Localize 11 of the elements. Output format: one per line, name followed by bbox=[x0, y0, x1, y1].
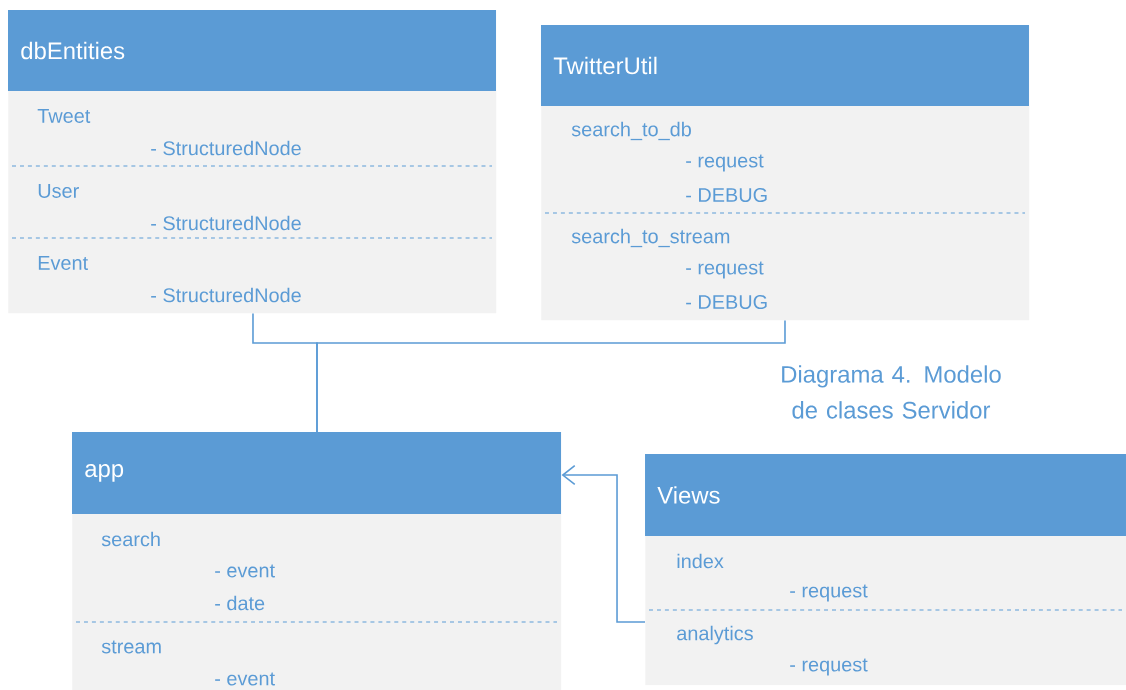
caption: Diagrama 4. Modelo de clases Servidor bbox=[782, 365, 1001, 419]
connector bbox=[316, 319, 786, 433]
compartment: index - request bbox=[677, 553, 868, 602]
connector bbox=[561, 464, 646, 623]
compartment: search_to_stream - request - DEBUG bbox=[571, 228, 767, 310]
compartment: stream - event bbox=[101, 640, 275, 686]
compartment: User - StructuredNode bbox=[38, 184, 301, 231]
compartment: Event - StructuredNode bbox=[38, 256, 301, 303]
compartment: analytics - request bbox=[677, 625, 868, 676]
compartment: Tweet - StructuredNode bbox=[37, 109, 301, 156]
compartment: search - event - date bbox=[101, 531, 275, 611]
